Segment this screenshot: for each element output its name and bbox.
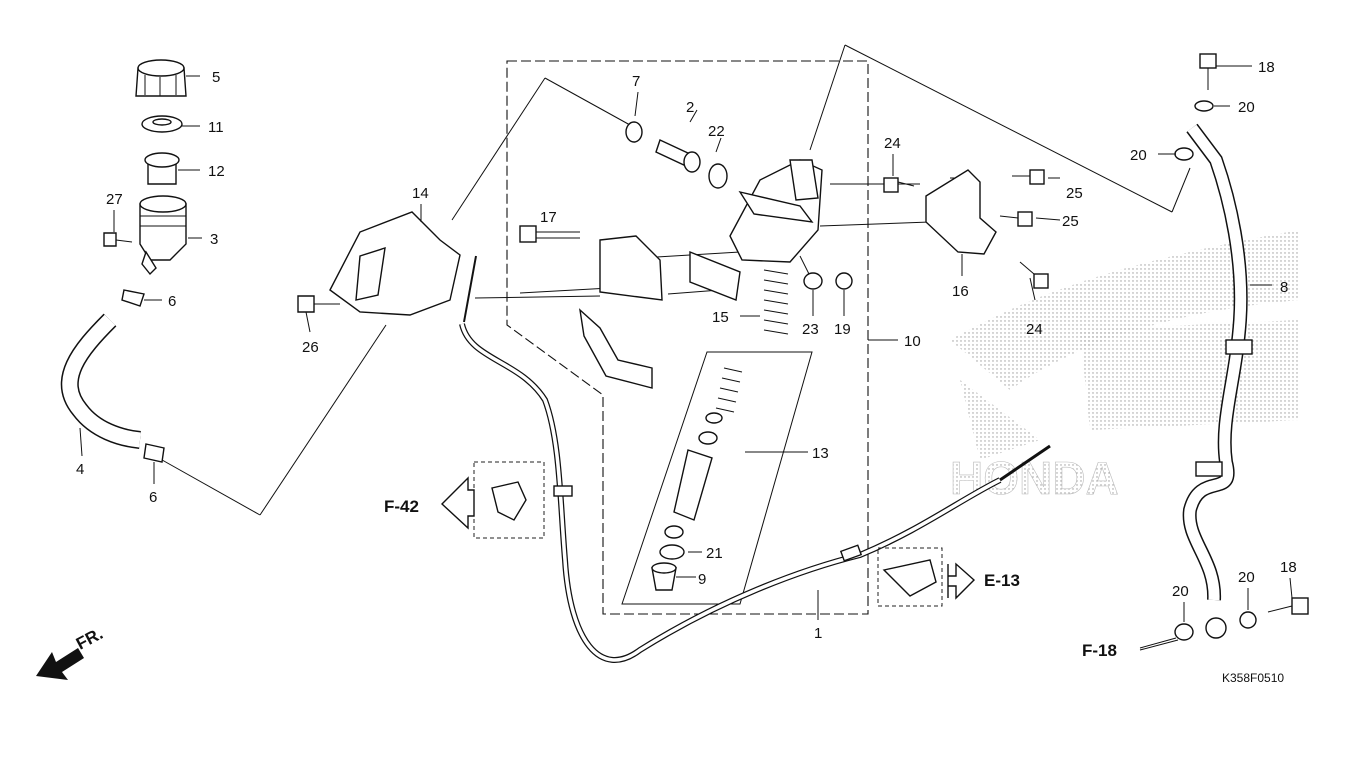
piston-kit-group-box (621, 351, 813, 605)
callout-3: 3 (210, 231, 218, 248)
ref-f18-arrow (1139, 637, 1177, 649)
bracket-16-part (925, 169, 997, 255)
reservoir-cap-part (135, 59, 187, 97)
callout-26: 26 (302, 339, 319, 356)
piston-kit-part (664, 367, 743, 539)
callout-21: 21 (706, 545, 723, 562)
washer-20b-part (1174, 147, 1194, 161)
washer-20c-part (1174, 623, 1194, 641)
spring-15-part (763, 269, 789, 335)
clip-6a-part (121, 289, 145, 307)
diaphragm-part (144, 152, 180, 185)
callout-23: 23 (802, 321, 819, 338)
nut-19-part (835, 272, 853, 290)
bolt-25a-part (1012, 169, 1045, 185)
callout-10: 10 (904, 333, 921, 350)
callout-13: 13 (812, 445, 829, 462)
cover-14-part (329, 211, 461, 316)
reservoir-part (139, 195, 187, 276)
bolt-17-part (519, 225, 580, 243)
callout-6b: 6 (149, 489, 157, 506)
callout-27: 27 (106, 191, 123, 208)
callout-12: 12 (208, 163, 225, 180)
callout-16: 16 (952, 283, 969, 300)
bolt-18a-part (1199, 53, 1217, 90)
front-direction-arrow: FR. (36, 624, 106, 680)
callout-20b: 20 (1130, 147, 1147, 164)
bolt-18b-part (1267, 597, 1309, 615)
callout-24b: 24 (1026, 321, 1043, 338)
bolt-26-part (297, 295, 340, 313)
callout-8: 8 (1280, 279, 1288, 296)
ref-e13-label: E-13 (984, 571, 1020, 590)
hose-4-part (60, 313, 142, 449)
callout-15: 15 (712, 309, 729, 326)
clutch-cable-part (459, 255, 1051, 663)
ref-f42-label: F-42 (384, 497, 419, 516)
callout-6a: 6 (168, 293, 176, 310)
callout-19: 19 (834, 321, 851, 338)
washer-23-part (803, 272, 823, 290)
honda-watermark: HONDA (950, 230, 1300, 504)
callout-9: 9 (698, 571, 706, 588)
lever-holder-part (599, 235, 741, 301)
boot-9-part (651, 562, 677, 591)
catalog-code: K358F0510 (1222, 671, 1284, 685)
circlip-7-part (625, 121, 643, 143)
callout-18b: 18 (1280, 559, 1297, 576)
diaphragm-plate-part (141, 115, 183, 133)
callout-22: 22 (708, 123, 725, 140)
callout-20d: 20 (1238, 569, 1255, 586)
callout-labels: 5 11 12 27 3 6 4 6 14 26 7 2 22 17 15 23… (76, 59, 1297, 642)
callout-2: 2 (686, 99, 694, 116)
ref-f18-label: F-18 (1082, 641, 1117, 660)
assembly-group-box (506, 60, 869, 615)
bracket-part (579, 308, 653, 389)
callout-17: 17 (540, 209, 557, 226)
clip-6b-part (143, 443, 165, 463)
oring-22-part (708, 163, 728, 189)
callout-20a: 20 (1238, 99, 1255, 116)
callout-7: 7 (632, 73, 640, 90)
callout-20c: 20 (1172, 583, 1189, 600)
callout-25a: 25 (1066, 185, 1083, 202)
callout-25b: 25 (1062, 213, 1079, 230)
bolt-24a-part (883, 177, 915, 193)
leader-lines (154, 44, 1272, 651)
callout-24a: 24 (884, 135, 901, 152)
callout-5: 5 (212, 69, 220, 86)
bolt-25b-part (999, 211, 1033, 227)
bolt-24b-part (1019, 261, 1049, 289)
callout-14: 14 (412, 185, 429, 202)
washer-20d-part (1239, 611, 1257, 629)
pin-2-part (655, 139, 701, 173)
callout-1: 1 (814, 625, 822, 642)
washer-20a-part (1194, 100, 1214, 112)
cup-21-part (659, 544, 685, 560)
hose-8-part (1182, 123, 1253, 601)
callout-4: 4 (76, 461, 84, 478)
watermark-text: HONDA (950, 452, 1119, 504)
screw-27-part (103, 232, 133, 247)
ref-e13-group (877, 547, 976, 607)
banjo-part (1205, 617, 1227, 639)
ref-f42-group (440, 461, 545, 539)
callout-18a: 18 (1258, 59, 1275, 76)
master-cylinder-body-part (729, 159, 823, 263)
callout-11: 11 (208, 119, 224, 136)
